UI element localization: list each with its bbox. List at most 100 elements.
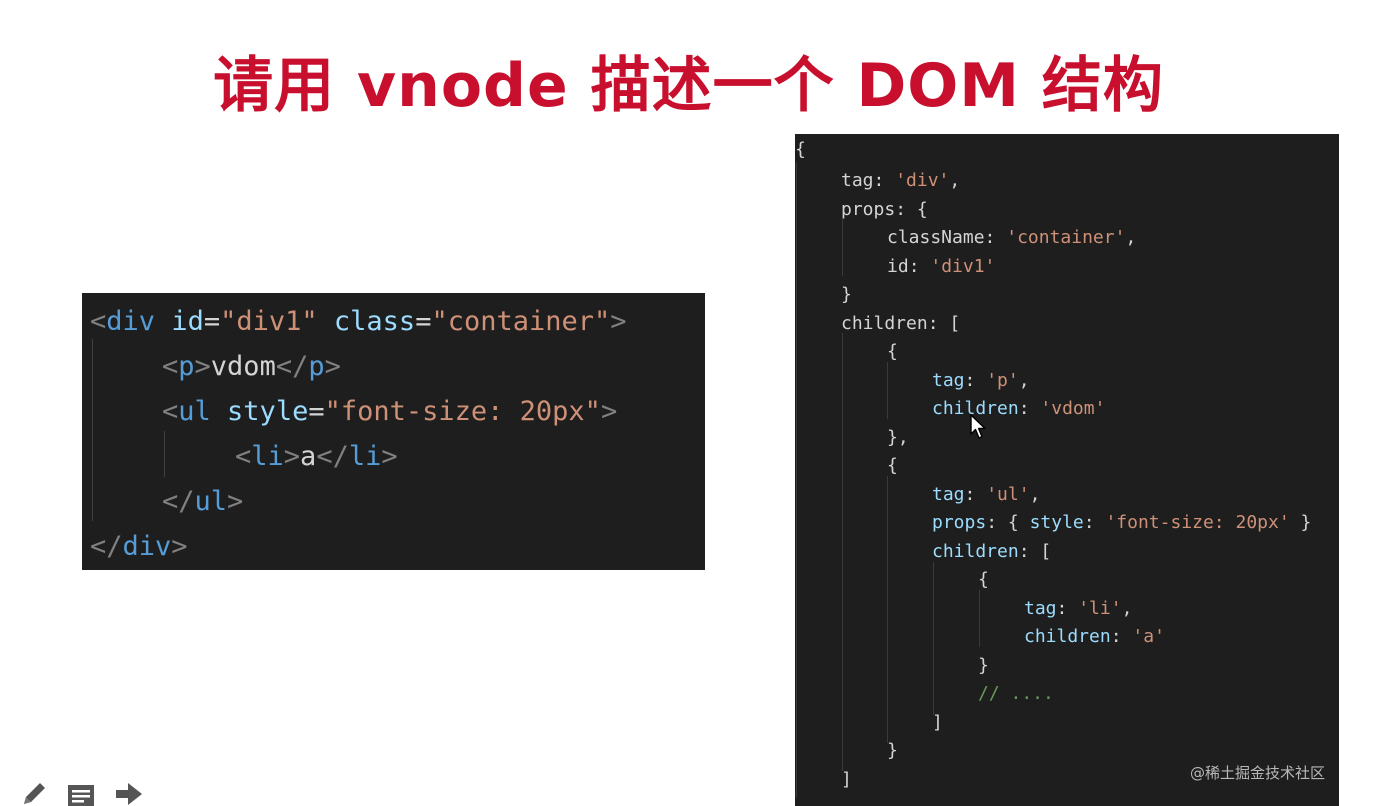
token: </	[90, 531, 123, 562]
token: ,	[949, 170, 961, 191]
token: {	[916, 199, 928, 220]
html-line-5: </ul>	[162, 479, 243, 524]
token: vdom	[210, 351, 276, 382]
token: </	[275, 351, 309, 382]
token: li	[251, 441, 284, 472]
token: <	[90, 306, 107, 337]
token: {	[978, 569, 989, 590]
token: :	[1110, 626, 1133, 647]
vnode-line-16: {	[978, 566, 989, 595]
token: >	[610, 306, 627, 337]
token: },	[887, 427, 909, 448]
indent-guide	[842, 219, 843, 276]
token: >	[381, 441, 398, 472]
token: [	[949, 313, 961, 334]
token: }	[887, 740, 898, 761]
vnode-line-9: tag: 'p',	[932, 367, 1030, 396]
vnode-code-panel: { tag: 'div', props: { className: 'conta…	[795, 134, 1339, 806]
token: :	[964, 370, 987, 391]
token: li	[348, 441, 382, 472]
token: 'font-size: 20px'	[1105, 512, 1290, 533]
token: ]	[932, 712, 943, 733]
token	[318, 306, 334, 337]
token: [	[1040, 541, 1052, 562]
token: <	[235, 441, 252, 472]
token: :	[908, 256, 931, 277]
token: tag	[1024, 598, 1057, 619]
watermark: @稀土掘金技术社区	[1190, 764, 1326, 782]
token: {	[887, 455, 898, 476]
vnode-line-21: ]	[932, 709, 943, 738]
vnode-line-8: {	[887, 338, 898, 367]
token: >	[283, 441, 301, 472]
token: 'container'	[1006, 227, 1126, 248]
token: }	[978, 655, 989, 676]
vnode-line-20: // ....	[978, 680, 1054, 709]
token: tag	[932, 370, 965, 391]
token: }	[1289, 512, 1312, 533]
vnode-line-2: tag: 'div',	[841, 167, 960, 196]
vnode-line-14: props: { style: 'font-size: 20px' }	[932, 509, 1311, 538]
token: <	[162, 351, 179, 382]
token: :	[1018, 398, 1041, 419]
indent-guide	[887, 362, 888, 419]
indent-guide	[164, 431, 165, 477]
vnode-line-5: id: 'div1'	[887, 253, 995, 282]
token: children	[932, 398, 1019, 419]
token: props	[841, 199, 896, 220]
vnode-line-18: children: 'a'	[1024, 623, 1165, 652]
html-line-6: </div>	[90, 524, 188, 569]
vnode-line-12: {	[887, 452, 898, 481]
token: =	[308, 396, 325, 427]
token: id	[887, 256, 909, 277]
vnode-line-13: tag: 'ul',	[932, 481, 1040, 510]
token: :	[895, 199, 917, 220]
indent-guide	[979, 590, 980, 647]
indent-guide	[933, 562, 934, 715]
token: {	[1007, 512, 1030, 533]
token: ,	[1125, 227, 1137, 248]
token: children	[1024, 626, 1111, 647]
token: =	[415, 306, 432, 337]
html-line-3: <ul style="font-size: 20px">	[162, 389, 617, 434]
vnode-line-4: className: 'container',	[887, 224, 1136, 253]
vnode-line-1: {	[795, 136, 806, 165]
slide-title: 请用 vnode 描述一个 DOM 结构	[213, 51, 1164, 121]
vnode-line-10: children: 'vdom'	[932, 395, 1105, 424]
token: >	[324, 351, 341, 382]
token: className	[887, 227, 985, 248]
vnode-line-22: }	[887, 737, 898, 766]
vnode-line-7: children: [	[841, 310, 960, 339]
token: div	[106, 306, 156, 337]
token: 'ul'	[986, 484, 1030, 505]
indent-guide	[887, 476, 888, 743]
mouse-cursor-icon	[970, 414, 986, 439]
token: ul	[194, 486, 228, 517]
token: p	[308, 351, 325, 382]
token: {	[795, 139, 806, 160]
vnode-line-15: children: [	[932, 538, 1051, 567]
token: 'li'	[1078, 598, 1122, 619]
notes-icon[interactable]	[66, 780, 96, 806]
vnode-line-19: }	[978, 652, 989, 681]
token: :	[927, 313, 950, 334]
vnode-line-11: },	[887, 424, 909, 453]
token: 'div1'	[930, 256, 996, 277]
token: </	[162, 486, 195, 517]
vnode-line-17: tag: 'li',	[1024, 595, 1132, 624]
arrow-right-icon[interactable]	[114, 780, 144, 806]
slide-toolbar	[20, 780, 150, 806]
vnode-line-23: ]	[841, 766, 852, 795]
token: 'p'	[986, 370, 1019, 391]
token: ,	[1029, 484, 1041, 505]
token: "font-size: 20px"	[324, 396, 601, 427]
token: {	[887, 341, 898, 362]
token: :	[1056, 598, 1079, 619]
token: 'div'	[895, 170, 950, 191]
token: ]	[841, 769, 852, 790]
token: :	[984, 227, 1007, 248]
token: :	[964, 484, 987, 505]
pencil-icon[interactable]	[20, 780, 50, 806]
token: id	[171, 306, 204, 337]
token: ,	[1018, 370, 1030, 391]
